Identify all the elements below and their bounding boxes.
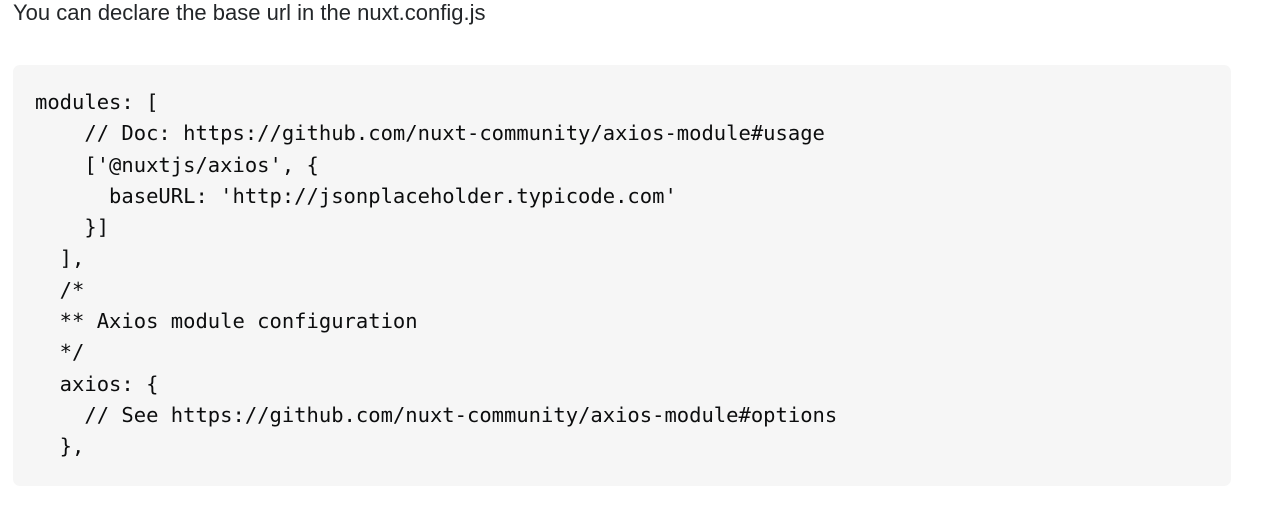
code-line: /* <box>35 277 85 302</box>
code-line: axios: { <box>35 371 159 396</box>
code-line: */ <box>35 340 85 365</box>
code-line: ], <box>35 246 85 271</box>
code-line: ** Axios module configuration <box>35 309 418 334</box>
code-content: modules: [ // Doc: https://github.com/nu… <box>13 65 1231 463</box>
code-line: }, <box>35 434 85 459</box>
code-line: baseURL: 'http://jsonplaceholder.typicod… <box>35 183 677 208</box>
code-line: // Doc: https://github.com/nuxt-communit… <box>35 121 825 146</box>
code-line: }] <box>35 215 110 240</box>
code-line: // See https://github.com/nuxt-community… <box>35 402 838 427</box>
code-block: modules: [ // Doc: https://github.com/nu… <box>13 65 1231 486</box>
code-line: modules: [ <box>35 90 159 114</box>
code-line: ['@nuxtjs/axios', { <box>35 152 319 177</box>
intro-paragraph: You can declare the base url in the nuxt… <box>13 0 486 25</box>
